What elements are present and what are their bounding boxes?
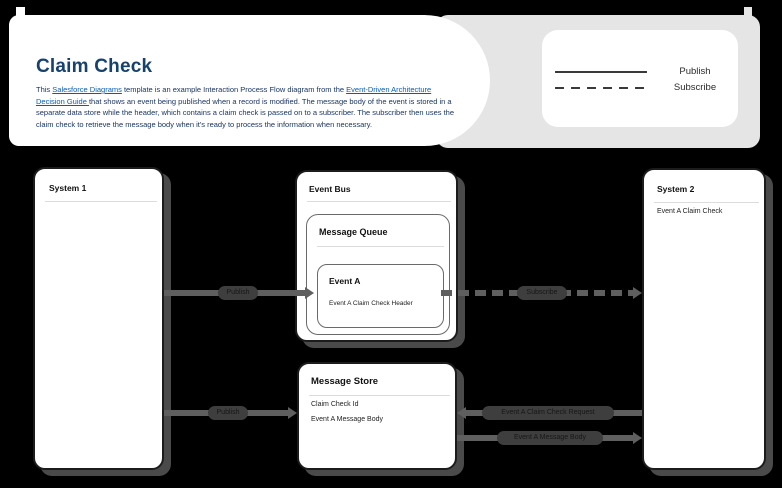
legend-subscribe-label: Subscribe bbox=[673, 82, 717, 93]
legend: Publish Subscribe bbox=[542, 30, 738, 127]
node-message-store: Message Store Claim Check Id Event A Mes… bbox=[297, 362, 457, 470]
node-message-queue: Message Queue Event A Event A Claim Chec… bbox=[306, 214, 450, 335]
arrowhead-right-icon bbox=[633, 432, 642, 444]
link-eda-decision-guide[interactable]: Event-Driven Architecture Decision Guide bbox=[36, 85, 432, 106]
node-system1: System 1 bbox=[33, 167, 164, 470]
corner-notch-left bbox=[16, 7, 25, 16]
arrowhead-right-icon bbox=[633, 287, 642, 299]
node-message-queue-title: Message Queue bbox=[319, 227, 388, 237]
connector-claim-check-request-label: Event A Claim Check Request bbox=[482, 406, 614, 420]
event-a-message-body-text: Event A Message Body bbox=[311, 416, 383, 423]
connector-subscribe-label: Subscribe bbox=[517, 286, 567, 300]
node-system2-body: Event A Claim Check bbox=[657, 208, 723, 215]
divider bbox=[309, 395, 450, 396]
node-system2-title: System 2 bbox=[657, 184, 695, 194]
legend-publish-label: Publish bbox=[679, 66, 711, 77]
description-seg3: that shows an event being published when… bbox=[36, 96, 455, 129]
connector-publish-bottom-label: Publish bbox=[208, 406, 248, 420]
divider bbox=[45, 201, 157, 202]
description-seg1: This bbox=[36, 85, 53, 94]
node-event-a-title: Event A bbox=[329, 276, 361, 286]
subscribe-line-icon bbox=[555, 87, 647, 89]
claim-check-id-text: Claim Check Id bbox=[311, 401, 359, 408]
node-system2: System 2 Event A Claim Check bbox=[642, 168, 766, 470]
page-title: Claim Check bbox=[36, 56, 153, 77]
node-event-a-body: Event A Claim Check Header bbox=[329, 300, 413, 307]
divider bbox=[654, 202, 759, 203]
corner-notch-right bbox=[744, 7, 752, 16]
publish-line-icon bbox=[555, 71, 647, 73]
arrowhead-right-icon bbox=[288, 407, 297, 419]
divider bbox=[317, 246, 444, 247]
node-event-bus-title: Event Bus bbox=[309, 184, 351, 194]
node-message-store-title: Message Store bbox=[311, 376, 379, 387]
description-seg2: template is an example Interaction Proce… bbox=[121, 85, 347, 94]
divider bbox=[307, 201, 451, 202]
description-paragraph: This Salesforce Diagrams template is an … bbox=[36, 84, 460, 130]
node-event-a: Event A Event A Claim Check Header bbox=[317, 264, 444, 328]
node-system1-title: System 1 bbox=[49, 183, 87, 193]
node-event-bus: Event Bus Message Queue Event A Event A … bbox=[295, 170, 458, 342]
link-salesforce-diagrams[interactable]: Salesforce Diagrams bbox=[52, 85, 122, 94]
banner-white-shape bbox=[9, 15, 490, 146]
connector-publish-top-label: Publish bbox=[218, 286, 258, 300]
connector-message-body-label: Event A Message Body bbox=[497, 431, 603, 445]
arrowhead-right-icon bbox=[305, 287, 314, 299]
arrowhead-left-icon bbox=[457, 407, 466, 419]
